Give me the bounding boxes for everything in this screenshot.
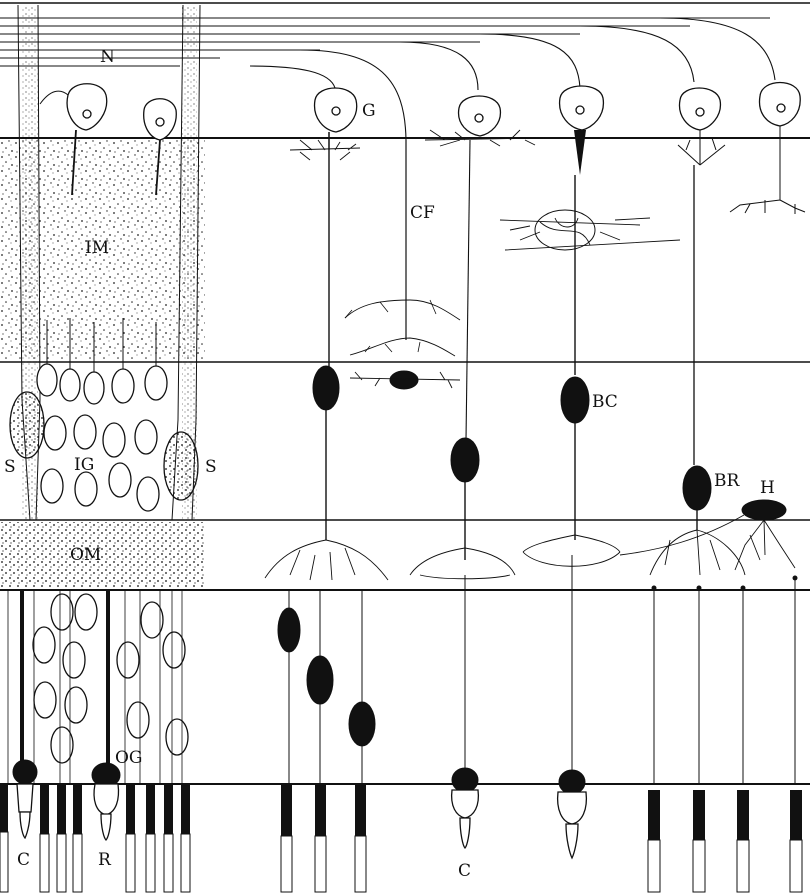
label-cone-middle: C — [458, 861, 471, 881]
cone-middle — [452, 575, 479, 848]
label-nerve-fibre: N — [100, 47, 115, 67]
amacrine-cell — [500, 210, 680, 250]
label-outer-molecular: OM — [70, 545, 101, 565]
label-rod: R — [98, 850, 112, 870]
label-bipolar-rod: BR — [714, 471, 740, 491]
label-inner-granular: IG — [74, 455, 94, 475]
label-cone-left: C — [17, 850, 30, 870]
label-horizontal: H — [760, 478, 775, 498]
outer-plexiform-branches — [265, 515, 795, 580]
outer-granule-cells — [8, 590, 188, 784]
rods-right — [648, 576, 802, 893]
label-inner-molecular: IM — [85, 238, 109, 258]
label-centrifugal-fibre: CF — [410, 203, 435, 223]
bipolar-cell-1 — [313, 366, 339, 540]
dendritic-plexus-inner — [345, 300, 460, 356]
cone-left — [13, 760, 37, 838]
rod-bipolars-middle — [278, 590, 375, 892]
label-ganglion: G — [362, 101, 376, 121]
bipolar-cell-2 — [451, 438, 479, 560]
bipolar-cell-horizontal — [350, 371, 460, 389]
ganglion-cell-5 — [560, 86, 604, 175]
cone-left-2 — [92, 763, 120, 840]
ganglion-cell-7 — [730, 83, 805, 215]
label-outer-granular: OG — [115, 748, 143, 768]
cone-middle-2 — [558, 555, 587, 858]
label-bipolar-cone: BC — [592, 392, 618, 412]
ganglion-cell-6 — [678, 88, 725, 165]
bipolar-axons — [329, 140, 694, 465]
nerve-fibre-lines — [0, 18, 775, 140]
outer-molecular-stipple — [0, 522, 205, 588]
horizontal-cell — [742, 500, 786, 520]
label-supporting-right: S — [205, 457, 217, 477]
bipolar-cell-3 — [561, 377, 589, 540]
label-supporting-left: S — [4, 457, 16, 477]
ganglion-cell-3 — [290, 88, 360, 160]
